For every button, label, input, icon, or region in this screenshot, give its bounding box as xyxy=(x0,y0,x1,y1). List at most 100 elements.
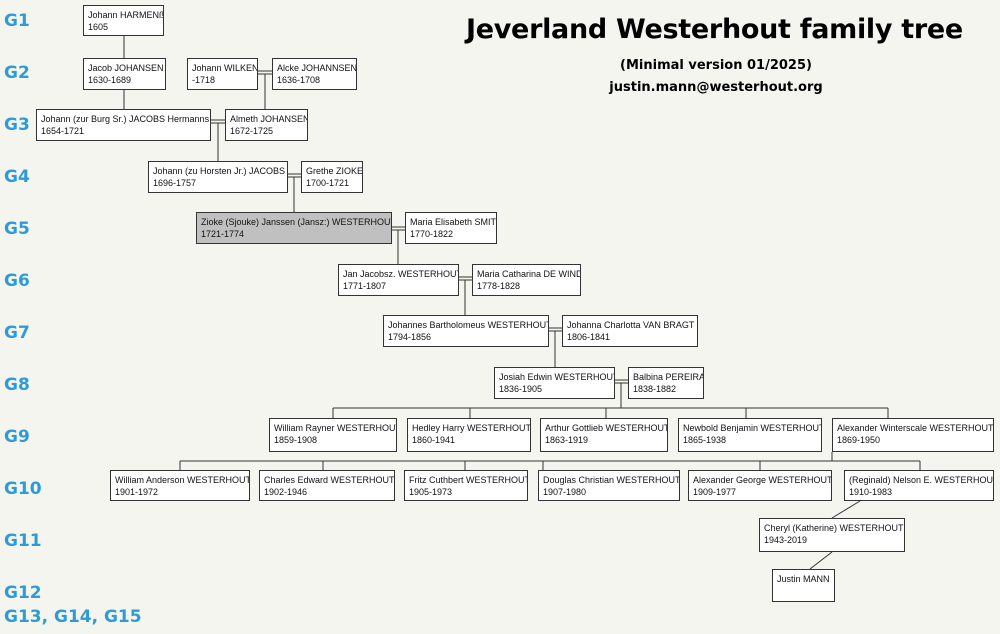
person-box-johann-harmens[interactable]: Johann HARMENß 1605 xyxy=(83,5,164,36)
person-name: Arthur Gottlieb WESTERHOUT xyxy=(545,423,668,433)
person-box-william-anderson[interactable]: William Anderson WESTERHOUT 1901-1972 xyxy=(110,470,250,501)
person-dates: 1838-1882 xyxy=(633,384,677,394)
person-box-jan-jacobsz-westerhout[interactable]: Jan Jacobsz. WESTERHOUT 1771-1807 xyxy=(338,264,459,296)
person-box-fritz-cuthbert[interactable]: Fritz Cuthbert WESTERHOUT 1905-1973 xyxy=(404,470,528,501)
person-box-zioke-westerhout[interactable]: Zioke (Sjouke) Janssen (Jansz:) WESTERHO… xyxy=(196,212,392,244)
person-name: Johann HARMENß xyxy=(88,10,164,20)
person-box-johann-zu-horsten[interactable]: Johann (zu Horsten Jr.) JACOBS 1696-1757 xyxy=(148,161,288,193)
person-dates: 1943-2019 xyxy=(764,535,808,545)
person-name: Zioke (Sjouke) Janssen (Jansz:) WESTERHO… xyxy=(201,217,392,227)
person-box-douglas-christian[interactable]: Douglas Christian WESTERHOUT 1907-1980 xyxy=(538,470,680,501)
person-dates: 1901-1972 xyxy=(115,487,159,497)
generation-label-g6: G6 xyxy=(4,271,30,291)
person-name: Alcke JOHANNSEN xyxy=(277,63,357,73)
generation-label-g3: G3 xyxy=(4,115,30,135)
person-name: Charles Edward WESTERHOUT xyxy=(264,475,395,485)
person-dates: 1778-1828 xyxy=(477,281,521,291)
person-box-josiah-edwin[interactable]: Josiah Edwin WESTERHOUT 1836-1905 xyxy=(494,367,615,399)
person-name: Johann (zur Burg Sr.) JACOBS Hermanns xyxy=(41,114,210,124)
person-name: Alexander George WESTERHOUT xyxy=(693,475,832,485)
person-name: Grethe ZIOKE xyxy=(306,166,363,176)
person-box-arthur-gottlieb[interactable]: Arthur Gottlieb WESTERHOUT 1863-1919 xyxy=(540,418,668,452)
person-name: Johanna Charlotta VAN BRAGT xyxy=(567,320,695,330)
person-dates: 1806-1841 xyxy=(567,332,611,342)
person-name: Justin MANN xyxy=(777,574,830,584)
person-box-maria-elisabeth-smit[interactable]: Maria Elisabeth SMIT 1770-1822 xyxy=(405,212,497,244)
person-dates: 1905-1973 xyxy=(409,487,453,497)
person-box-alcke-johannsen[interactable]: Alcke JOHANNSEN 1636-1708 xyxy=(272,58,357,90)
person-dates: 1636-1708 xyxy=(277,75,321,85)
contact-email: justin.mann@westerhout.org xyxy=(609,80,823,95)
person-name: Cheryl (Katherine) WESTERHOUT xyxy=(764,523,904,533)
person-name: (Reginald) Nelson E. WESTERHOUT xyxy=(849,475,994,485)
subtitle: (Minimal version 01/2025) xyxy=(620,58,812,73)
person-box-reginald-nelson[interactable]: (Reginald) Nelson E. WESTERHOUT 1910-198… xyxy=(844,470,994,501)
person-dates: 1860-1941 xyxy=(412,435,456,445)
person-name: Alexander Winterscale WESTERHOUT xyxy=(837,423,994,433)
person-name: Maria Catharina DE WIND xyxy=(477,269,581,279)
person-box-almeth-johansen[interactable]: Almeth JOHANSEN 1672-1725 xyxy=(225,109,308,141)
person-name: Douglas Christian WESTERHOUT xyxy=(543,475,680,485)
person-box-maria-catharina-de-wind[interactable]: Maria Catharina DE WIND 1778-1828 xyxy=(472,264,581,296)
person-dates: 1672-1725 xyxy=(230,126,274,136)
person-name: Johannes Bartholomeus WESTERHOUT xyxy=(388,320,549,330)
person-name: Balbina PEREIRA xyxy=(633,372,704,382)
person-box-jacob-johansen[interactable]: Jacob JOHANSEN 1630-1689 xyxy=(83,58,166,90)
person-name: Fritz Cuthbert WESTERHOUT xyxy=(409,475,528,485)
person-dates: 1869-1950 xyxy=(837,435,881,445)
generation-label-g1: G1 xyxy=(4,11,30,31)
person-name: William Rayner WESTERHOUT xyxy=(274,423,397,433)
person-box-alexander-george[interactable]: Alexander George WESTERHOUT 1909-1977 xyxy=(688,470,832,501)
person-box-alexander-winterscale[interactable]: Alexander Winterscale WESTERHOUT 1869-19… xyxy=(832,418,994,452)
person-box-charles-edward[interactable]: Charles Edward WESTERHOUT 1902-1946 xyxy=(259,470,395,501)
person-dates: 1654-1721 xyxy=(41,126,85,136)
person-name: Jan Jacobsz. WESTERHOUT xyxy=(343,269,459,279)
person-name: Jacob JOHANSEN xyxy=(88,63,164,73)
person-dates: 1794-1856 xyxy=(388,332,432,342)
person-box-cheryl-katherine[interactable]: Cheryl (Katherine) WESTERHOUT 1943-2019 xyxy=(759,518,905,552)
generation-label-g10: G10 xyxy=(4,479,42,499)
person-dates: 1907-1980 xyxy=(543,487,587,497)
person-name: Almeth JOHANSEN xyxy=(230,114,308,124)
generation-label-g2: G2 xyxy=(4,63,30,83)
person-box-johann-zur-burg[interactable]: Johann (zur Burg Sr.) JACOBS Hermanns 16… xyxy=(36,109,211,141)
person-dates: 1700-1721 xyxy=(306,178,350,188)
person-box-johanna-charlotta-van-bragt[interactable]: Johanna Charlotta VAN BRAGT 1806-1841 xyxy=(562,315,698,347)
person-box-johannes-bartholomeus[interactable]: Johannes Bartholomeus WESTERHOUT 1794-18… xyxy=(383,315,549,347)
person-box-newbold-benjamin[interactable]: Newbold Benjamin WESTERHOUT 1865-1938 xyxy=(678,418,822,452)
generation-label-g5: G5 xyxy=(4,219,30,239)
person-dates: 1696-1757 xyxy=(153,178,197,188)
person-box-johann-wilken[interactable]: Johann WILKEN -1718 xyxy=(187,58,258,90)
person-dates: 1865-1938 xyxy=(683,435,727,445)
person-dates: 1630-1689 xyxy=(88,75,132,85)
person-box-grethe-zioke[interactable]: Grethe ZIOKE 1700-1721 xyxy=(301,161,363,193)
person-name: Josiah Edwin WESTERHOUT xyxy=(499,372,615,382)
generation-label-g9: G9 xyxy=(4,427,30,447)
person-dates: 1721-1774 xyxy=(201,229,245,239)
generation-label-g4: G4 xyxy=(4,167,30,187)
person-name: William Anderson WESTERHOUT xyxy=(115,475,250,485)
person-dates: 1863-1919 xyxy=(545,435,589,445)
generation-label-g13-g15: G13, G14, G15 xyxy=(4,607,142,627)
person-name: Johann WILKEN xyxy=(192,63,258,73)
generation-label-g7: G7 xyxy=(4,323,30,343)
person-dates: 1859-1908 xyxy=(274,435,318,445)
generation-label-g12: G12 xyxy=(4,583,42,603)
person-box-hedley-harry[interactable]: Hedley Harry WESTERHOUT 1860-1941 xyxy=(407,418,531,452)
page-title: Jeverland Westerhout family tree xyxy=(466,14,963,45)
person-box-balbina-pereira[interactable]: Balbina PEREIRA 1838-1882 xyxy=(628,367,704,399)
person-dates: 1605 xyxy=(88,22,109,32)
person-dates: 1909-1977 xyxy=(693,487,737,497)
person-name: Maria Elisabeth SMIT xyxy=(410,217,497,227)
person-name: Newbold Benjamin WESTERHOUT xyxy=(683,423,822,433)
person-box-william-rayner[interactable]: William Rayner WESTERHOUT 1859-1908 xyxy=(269,418,397,452)
person-dates: 1771-1807 xyxy=(343,281,387,291)
generation-label-g11: G11 xyxy=(4,531,42,551)
person-dates: 1902-1946 xyxy=(264,487,308,497)
person-box-justin-mann[interactable]: Justin MANN xyxy=(772,569,835,602)
person-dates: 1910-1983 xyxy=(849,487,893,497)
person-dates: 1836-1905 xyxy=(499,384,543,394)
generation-label-g8: G8 xyxy=(4,375,30,395)
person-name: Hedley Harry WESTERHOUT xyxy=(412,423,531,433)
